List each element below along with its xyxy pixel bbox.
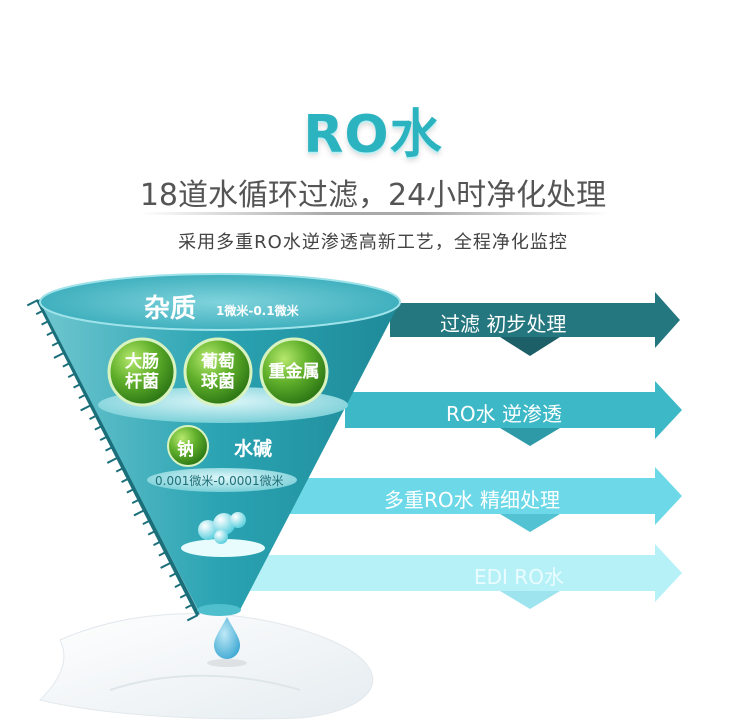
paper-shape [39, 613, 374, 720]
ruler-tick [106, 456, 119, 464]
ball-staph-label: 葡萄 球菌 [201, 352, 235, 392]
ruler-tick [133, 509, 146, 517]
ruler-tick [62, 362, 71, 368]
ruler-tick [147, 530, 156, 536]
ball-ecoli [107, 337, 177, 407]
subtitle-underline [140, 212, 610, 215]
ruler-tick [160, 561, 172, 569]
ruler-tick [78, 393, 87, 400]
ruler-tick [35, 309, 44, 316]
ruler-tick [80, 404, 92, 412]
ball-staph [183, 337, 253, 407]
page-subtitle: 18道水循环过滤，24小时净化处理 [139, 178, 607, 213]
ruler-tick [115, 467, 124, 473]
ruler-tick [153, 540, 162, 547]
scale-ruler [26, 299, 200, 622]
page-tagline: 采用多重RO水逆渗透高新工艺，全程净化监控 [178, 232, 568, 253]
ruler-tick [51, 341, 60, 347]
ball-ecoli-label: 大肠 杆菌 [125, 352, 159, 392]
ruler-tick [121, 477, 130, 484]
ruler-tick [174, 582, 183, 589]
ruler-tick [186, 614, 199, 622]
ruler-tick [46, 330, 55, 337]
ball-sodium [167, 425, 209, 467]
ruler-tick [99, 435, 108, 442]
ruler-tick [142, 519, 151, 526]
arrow-4-label: EDI RO水 [474, 565, 564, 589]
water-drop [214, 617, 240, 659]
ruler-tick [53, 351, 66, 359]
ruler-tick [94, 425, 103, 431]
ruler-tick [89, 414, 98, 421]
ruler-tick [169, 572, 178, 578]
funnel-top [39, 273, 401, 331]
scale-label: 水碱 [234, 438, 273, 460]
ball-metal-label: 重金属 [268, 362, 320, 382]
impurity-range: 1微米-0.1微米 [216, 304, 299, 318]
ruler-tick [131, 498, 140, 505]
arrow-2 [345, 381, 682, 446]
ruler-tick [158, 551, 167, 557]
arrow-1-label: 过滤 初步处理 [440, 312, 567, 336]
arrow-1 [390, 292, 680, 356]
arrow-3-label: 多重RO水 精细处理 [384, 488, 560, 512]
mid-range-label: 0.001微米-0.0001微米 [155, 474, 284, 488]
arrow-3 [290, 467, 682, 532]
page-title: RO水 [303, 105, 443, 165]
sodium-label: 钠 [177, 440, 194, 460]
ruler-tick [185, 603, 194, 610]
ruler-tick [73, 383, 82, 389]
ruler-tick [26, 299, 39, 307]
ball-metal [259, 337, 329, 407]
arrow-4 [250, 544, 682, 609]
ruler-tick [41, 320, 50, 326]
ruler-tick [105, 446, 114, 452]
ruler-tick [126, 488, 135, 494]
ruler-tick [179, 593, 188, 599]
impurity-label: 杂质 [144, 294, 197, 324]
arrow-2-label: RO水 逆渗透 [446, 402, 562, 426]
ruler-tick [67, 372, 76, 379]
